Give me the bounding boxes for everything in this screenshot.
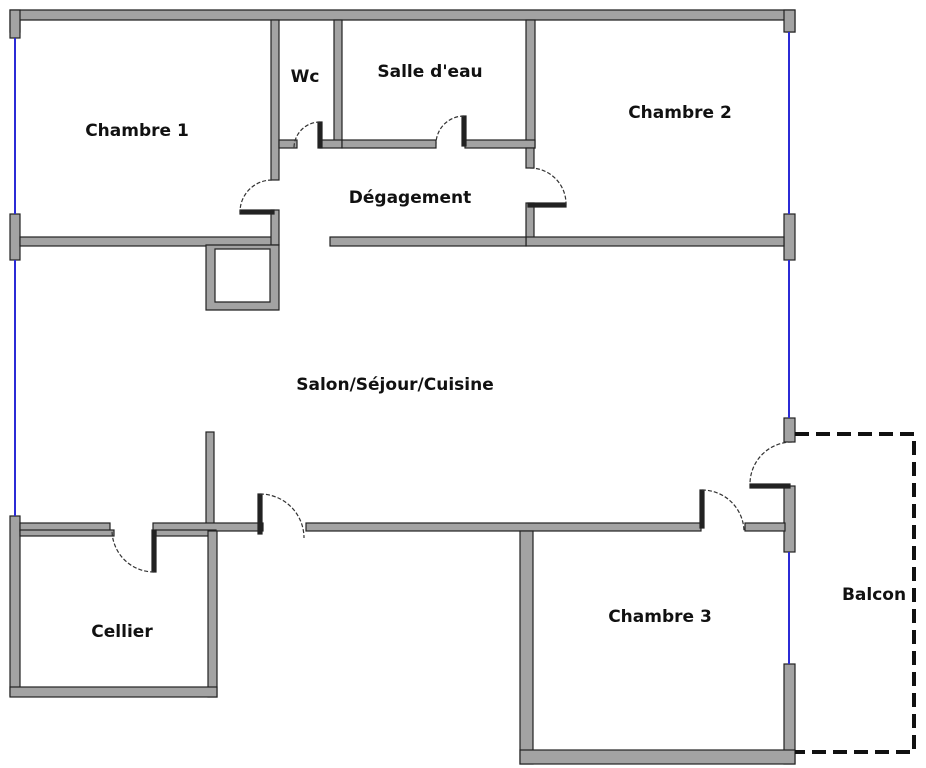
wall-cellier-top-left <box>19 529 115 537</box>
wall-right-pillar-top <box>783 9 796 33</box>
walls <box>9 9 796 765</box>
wall-wc-right <box>333 19 343 147</box>
wall-chambre3-bottom <box>519 749 796 765</box>
wall-salon-south-d <box>744 522 786 532</box>
door-jamb-salle <box>461 115 467 147</box>
wall-cellier-right <box>207 530 218 698</box>
room-label-chambre2: Chambre 2 <box>628 103 732 123</box>
wall-shaft <box>205 244 280 311</box>
wall-chambre2-left-upper <box>525 147 535 169</box>
wall-salon-stub <box>205 431 215 533</box>
door-swing-chambre1 <box>239 179 273 213</box>
door-swing-cellier <box>111 529 155 573</box>
wall-chambre3-left <box>519 530 534 765</box>
wall-exterior-top <box>9 9 796 33</box>
room-label-wc: Wc <box>290 67 320 87</box>
windows <box>14 32 790 664</box>
wall-salle-eau-bottom-left <box>341 139 437 149</box>
door-jamb-chambre1 <box>239 209 275 215</box>
wall-right-pillar-balcony <box>783 417 796 443</box>
door-jamb-wc <box>317 121 323 149</box>
wall-left-pillar-mid <box>9 213 21 261</box>
room-label-chambre3: Chambre 3 <box>608 607 712 627</box>
door-jamb-entry <box>257 493 263 535</box>
door-swing-balcony <box>749 441 793 485</box>
wall-degagement-bottom <box>329 236 527 247</box>
wall-wc-bottom-right <box>319 139 343 149</box>
wall-chambre1-right-upper <box>270 19 280 181</box>
wall-salon-south-c <box>305 522 702 532</box>
door-swings <box>111 115 793 573</box>
wall-chambre1-right-lower <box>270 209 280 246</box>
room-label-salon: Salon/Séjour/Cuisine <box>296 375 494 395</box>
room-label-cellier: Cellier <box>91 622 153 642</box>
wall-wc-bottom-left <box>278 139 298 149</box>
room-label-chambre1: Chambre 1 <box>85 121 189 141</box>
door-swing-chambre2 <box>529 167 567 206</box>
balcony-outline <box>795 432 916 754</box>
wall-left-pillar-top <box>9 9 21 39</box>
door-jamb-cellier <box>151 529 157 573</box>
wall-left-pillar-bottom <box>9 515 21 697</box>
door-jamb-balcony <box>749 483 791 489</box>
room-label-balcon: Balcon <box>841 585 907 605</box>
wall-cellier-top-right <box>155 529 217 537</box>
wall-salle-eau-right <box>525 19 536 149</box>
door-swing-chambre3 <box>701 489 745 533</box>
door-swing-entry <box>259 493 305 539</box>
door-swing-salle <box>435 115 465 145</box>
wall-salle-eau-bottom-right <box>464 139 536 149</box>
wall-right-bottom <box>783 663 796 765</box>
room-label-salle-eau: Salle d'eau <box>377 62 483 82</box>
wall-chambre2-bottom <box>525 236 785 247</box>
door-jamb-chambre3 <box>699 489 705 529</box>
wall-right-pillar-lower <box>783 485 796 553</box>
door-swing-wc <box>293 121 321 149</box>
door-jamb-chambre2 <box>527 202 567 208</box>
room-label-degagement: Dégagement <box>348 188 472 208</box>
wall-right-pillar-mid <box>783 213 796 261</box>
wall-cellier-bottom <box>9 686 218 698</box>
